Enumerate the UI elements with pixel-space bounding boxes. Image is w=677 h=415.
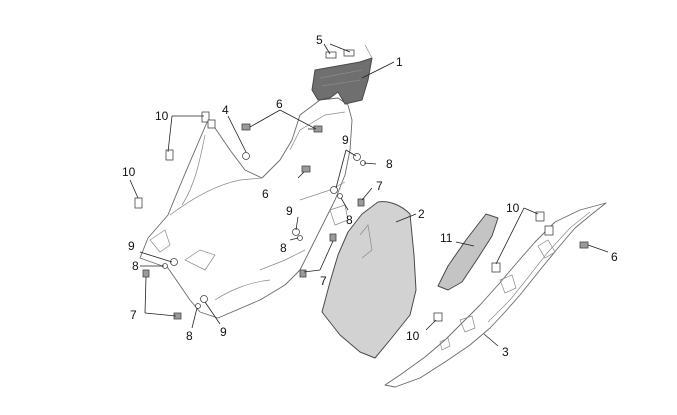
- clip-5a: [325, 51, 337, 59]
- washer-8b: [195, 303, 201, 309]
- washer-9a: [170, 258, 178, 266]
- front-fairing-outline: [139, 97, 353, 319]
- callout-6b: 6: [262, 187, 269, 201]
- washer-9b: [200, 295, 208, 303]
- callout-9c: 9: [128, 239, 135, 253]
- clip-5b: [343, 49, 355, 57]
- callout-1: 1: [396, 55, 403, 69]
- screw-6c: [301, 165, 311, 173]
- clip-10c: [165, 149, 174, 161]
- callout-7a: 7: [376, 179, 383, 193]
- callout-10b: 10: [122, 165, 136, 179]
- callout-6c: 6: [611, 250, 618, 264]
- callout-5: 5: [316, 33, 323, 47]
- screw-6a: [308, 125, 323, 133]
- washer-8d: [337, 193, 343, 199]
- callout-2: 2: [418, 207, 425, 221]
- callout-9b: 9: [286, 204, 293, 218]
- part-2-side-panel: [321, 201, 417, 359]
- clip-10g: [491, 262, 501, 273]
- part-3-lower-spoiler: [384, 202, 607, 388]
- callout-7b: 7: [320, 274, 327, 288]
- screw-7c: [357, 198, 365, 207]
- callout-8a: 8: [386, 157, 393, 171]
- callouts: 1 2 3 4 5 6 6 6 7 7 7 8 8 8 8 8 9 9 9 9 …: [122, 33, 618, 359]
- leader-lines: [129, 43, 609, 347]
- callout-10c: 10: [506, 201, 520, 215]
- clip-10b: [207, 119, 216, 129]
- callout-8d: 8: [132, 259, 139, 273]
- callout-8e: 8: [186, 329, 193, 343]
- clip-10f: [544, 225, 554, 236]
- clip-10a: [201, 111, 210, 123]
- washer-9c: [353, 153, 361, 161]
- screw-6b: [241, 123, 251, 131]
- callout-4: 4: [222, 103, 229, 117]
- screw-7e: [299, 269, 307, 278]
- clip-10d: [134, 197, 143, 209]
- callout-9a: 9: [342, 133, 349, 147]
- washer-9d: [330, 186, 338, 194]
- callout-3: 3: [502, 345, 509, 359]
- screw-7d: [329, 233, 337, 242]
- callout-9d: 9: [220, 325, 227, 339]
- screw-4: [242, 152, 250, 160]
- clip-10e: [535, 211, 545, 222]
- clip-10h: [433, 312, 443, 322]
- callout-10d: 10: [406, 329, 420, 343]
- callout-6a: 6: [276, 97, 283, 111]
- part-11-trim-strip: [437, 213, 499, 291]
- part-1-grille: [311, 44, 373, 105]
- callout-7c: 7: [130, 308, 137, 322]
- callout-10a: 10: [155, 109, 169, 123]
- callout-11: 11: [440, 231, 453, 245]
- callout-8b: 8: [346, 213, 353, 227]
- screw-7a: [142, 269, 150, 278]
- washer-8e: [297, 235, 303, 241]
- screw-6d: [579, 241, 589, 249]
- callout-8c: 8: [280, 241, 287, 255]
